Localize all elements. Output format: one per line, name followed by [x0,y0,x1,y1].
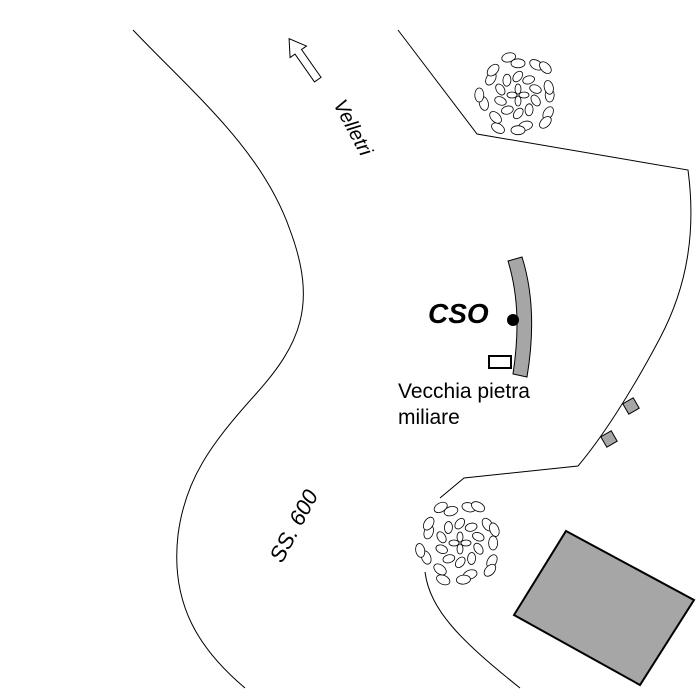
leaf-shape [435,544,448,554]
milestone-marker [488,355,512,369]
leaf-shape [530,94,541,107]
leaf-shape [444,521,453,534]
leaf-shape [522,75,535,85]
leaf-shape [456,543,464,555]
leaf-shape [486,63,500,77]
leaf-shape [454,556,466,569]
leaf-shape [524,103,534,117]
leaf-shape [471,501,486,513]
leaf-shape [491,122,505,134]
leaf-shape [442,554,456,564]
leaf-shape [488,535,499,551]
road-edge-east [397,29,692,499]
leaf-shape [456,531,464,543]
station-label: CSO [428,298,489,329]
leaf-shape [494,96,507,106]
leaf-shape [472,532,485,542]
building [512,529,696,687]
station-dot-icon [507,314,519,326]
leaf-shape [443,506,459,517]
curved-wall [507,256,533,378]
leaf-shape [539,61,552,74]
landmark-label-line2: miliare [398,406,460,429]
leaf-shape [510,58,526,69]
boundary-marker [622,397,640,415]
tree-icon [474,52,555,136]
leaf-shape [454,517,466,530]
leaf-shape [512,70,524,83]
leaf-shape [489,111,502,124]
town-label: Velletri [329,96,377,160]
leaf-shape [433,501,448,513]
leaf-shape [514,83,522,95]
leaf-shape [512,107,524,120]
leaf-shape [422,516,435,531]
leaf-shape [514,95,522,107]
leaf-shape [456,574,471,585]
leaf-shape [415,543,426,558]
leaf-shape [518,91,530,99]
landmark-label-line1: Vecchia pietra [398,380,530,403]
road-edge-west [132,29,304,689]
leaf-shape [474,87,485,103]
leaf-shape [436,531,447,544]
leaf-shape [539,116,552,129]
leaf-shape [436,574,451,586]
leaf-shape [543,80,554,95]
leaf-shape [529,84,542,94]
curb-southeast [424,571,521,689]
leaf-shape [467,552,476,565]
leaf-shape [501,105,514,115]
leaf-shape [483,563,497,577]
leaf-shape [473,542,484,555]
leaf-shape [506,91,518,99]
leaf-shape [489,522,500,537]
tree-icon [415,501,500,586]
leaf-shape [495,83,506,96]
leaf-shape [501,52,516,63]
arrow-icon [288,37,322,83]
leaf-shape [464,522,478,532]
boundary-marker [600,430,618,448]
leaf-shape [502,73,512,87]
road-label: SS. 600 [264,485,323,567]
leaf-shape [460,539,472,547]
leaf-shape [448,539,460,547]
leaf-shape [433,563,447,576]
leaf-shape [510,125,526,136]
